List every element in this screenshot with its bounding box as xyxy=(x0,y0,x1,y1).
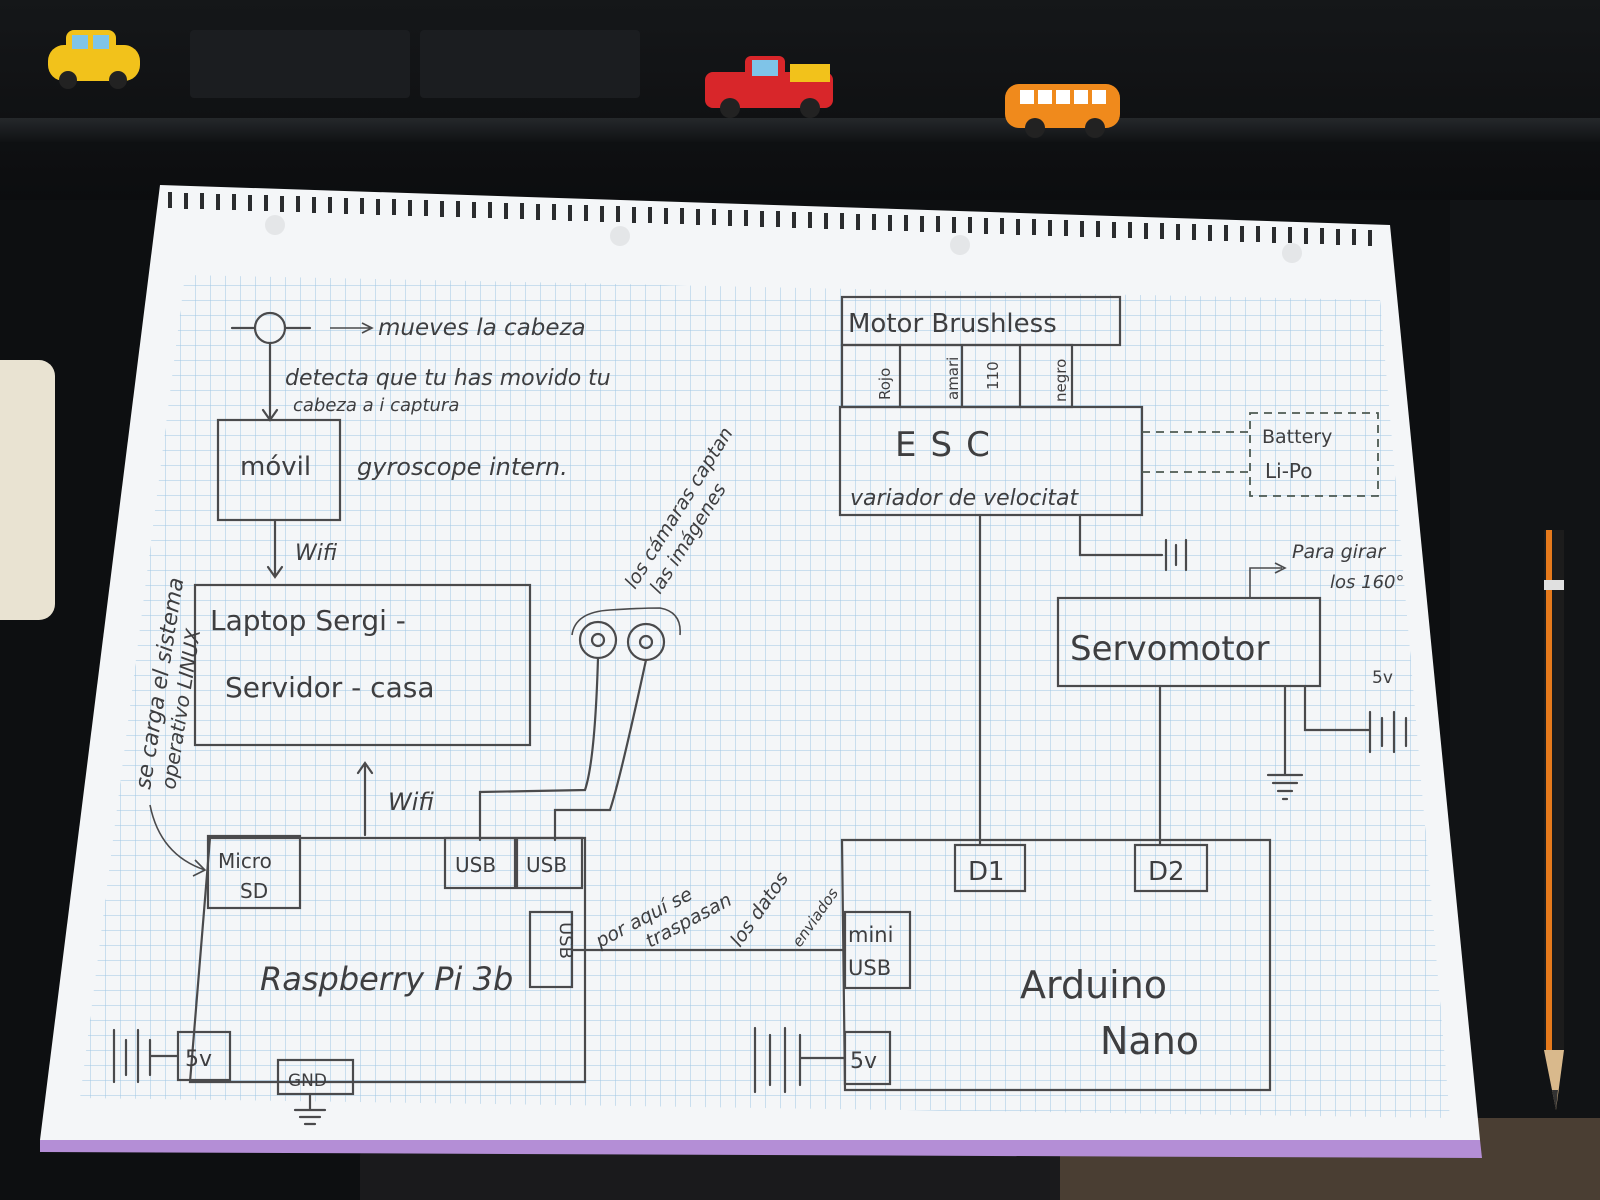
taxi-sticker xyxy=(48,30,140,89)
camera-lens-icon xyxy=(638,634,654,650)
nano-label-1: Arduino xyxy=(1020,963,1167,1007)
rpi-usb2-label: USB xyxy=(526,853,567,877)
mobile-label: móvil xyxy=(240,452,311,482)
detect-note-line2: cabeza a i captura xyxy=(293,395,459,416)
wire-label-4: negro xyxy=(1052,359,1070,402)
battery-line2: Li-Po xyxy=(1265,459,1313,483)
rpi-gnd-pin xyxy=(276,1058,355,1096)
servo-note-line2: los 160° xyxy=(1330,572,1404,593)
esc-ground-symbol-icon xyxy=(1078,513,1188,572)
laptop-line2: Servidor - casa xyxy=(225,671,434,704)
detect-note-line1: detecta que tu has movido tu xyxy=(285,366,611,391)
usb-port xyxy=(515,836,584,890)
servo-ground-symbol-icon xyxy=(1266,684,1304,801)
nano-d2-pin xyxy=(1133,843,1209,893)
margin-stripe xyxy=(40,1140,1482,1158)
camera-cables xyxy=(478,656,648,842)
wifi-top-label: Wifi xyxy=(295,541,338,566)
red-truck-sticker xyxy=(705,56,833,118)
mobile-box xyxy=(216,418,342,522)
ground-symbol-icon xyxy=(293,1092,327,1126)
esc-box xyxy=(838,405,1144,517)
battery-wires xyxy=(1142,431,1250,473)
nano-battery-symbol-icon xyxy=(753,1026,847,1094)
arrow-right-icon xyxy=(330,322,374,334)
servo-label: Servomotor xyxy=(1070,629,1269,669)
battery-symbol-icon xyxy=(112,1028,180,1084)
arrow-up-icon xyxy=(356,761,374,837)
laptop-key xyxy=(420,30,640,98)
rpi-5v-label: 5v xyxy=(185,1047,212,1072)
arrow-down-icon xyxy=(266,518,284,579)
rpi-micro-label: Micro xyxy=(218,849,272,873)
wire-dividers xyxy=(898,343,1022,409)
nano-d1-label: D1 xyxy=(968,857,1005,887)
servo-note-line1: Para girar xyxy=(1292,541,1386,563)
nano-usb-label: USB xyxy=(848,956,891,980)
gyro-label: gyroscope intern. xyxy=(357,453,568,481)
battery-box xyxy=(1249,412,1379,497)
nano-d1-pin xyxy=(953,843,1027,893)
nano-label-2: Nano xyxy=(1100,1019,1199,1063)
arrow-right-icon xyxy=(1249,562,1287,598)
rpi-sd-label: SD xyxy=(240,879,268,903)
arduino-nano-board xyxy=(840,838,1272,1092)
battery-line1: Battery xyxy=(1262,426,1332,448)
nano-d2-label: D2 xyxy=(1148,857,1185,887)
wire-label-1: Rojo xyxy=(876,368,894,400)
motor-title: Motor Brushless xyxy=(848,309,1057,339)
laptop-edge xyxy=(0,118,1600,142)
wire-label-2: amari xyxy=(944,357,962,400)
rpi-label: Raspberry Pi 3b xyxy=(260,960,513,998)
servo-5v-label: 5v xyxy=(1372,668,1393,688)
pencil xyxy=(1544,530,1564,1110)
wifi-bottom-label: Wifi xyxy=(388,788,434,816)
servomotor-box xyxy=(1056,596,1322,688)
microsd-slot xyxy=(206,834,302,910)
book-edge xyxy=(0,360,55,620)
camera-lens-icon xyxy=(590,632,606,648)
laptop-line1: Laptop Sergi - xyxy=(210,604,406,637)
rpi-gnd-label: GND xyxy=(288,1071,327,1091)
punch-hole xyxy=(1282,243,1302,263)
servo-battery-symbol-icon xyxy=(1303,684,1408,754)
grid-area xyxy=(80,275,1450,1118)
rpi-usb-side-label: USB xyxy=(555,922,576,959)
usb-port xyxy=(443,836,517,890)
head-note: mueves la cabeza xyxy=(378,315,586,341)
laptop-box xyxy=(193,583,532,747)
nano-mini-usb-port xyxy=(843,910,912,990)
wire-label-3: 110 xyxy=(984,361,1002,390)
laptop-key xyxy=(190,30,410,98)
punch-hole xyxy=(265,215,285,235)
rpi-usb1-label: USB xyxy=(455,853,496,877)
orange-bus-sticker xyxy=(1005,84,1120,138)
nano-5v-label: 5v xyxy=(850,1049,877,1074)
punch-hole xyxy=(610,226,630,246)
esc-sub-label: variador de velocitat xyxy=(850,486,1080,511)
nano-mini-label: mini xyxy=(848,923,893,947)
esc-label: ESC xyxy=(895,425,1004,465)
camera-bracket xyxy=(571,607,681,636)
desk-surface xyxy=(1450,200,1600,1200)
punch-hole xyxy=(950,235,970,255)
curved-arrow-icon xyxy=(149,804,207,877)
spiral-binding xyxy=(168,192,1372,246)
